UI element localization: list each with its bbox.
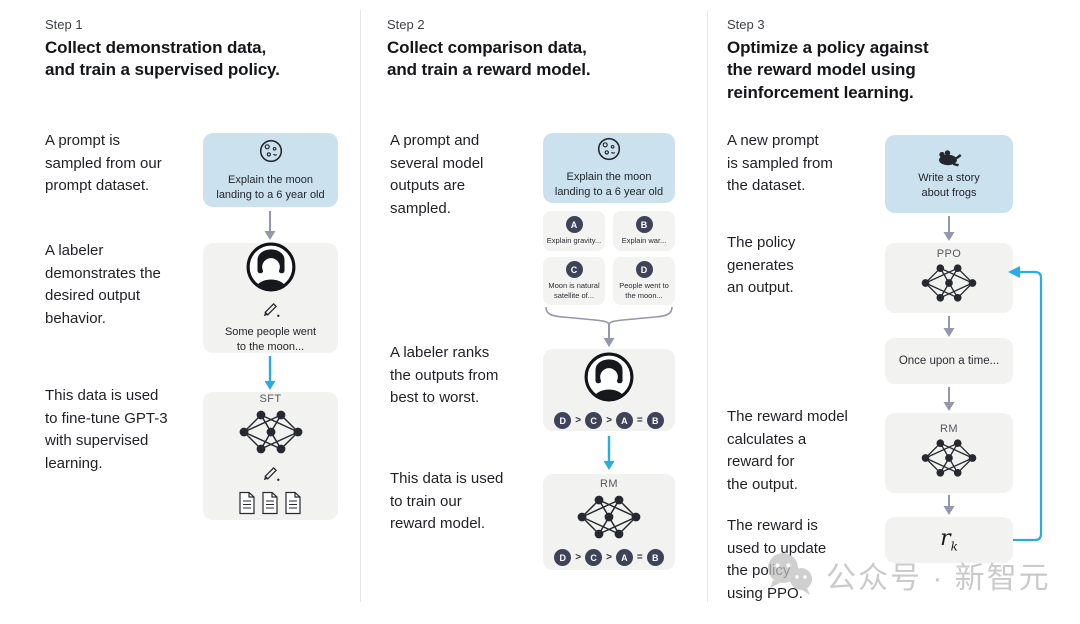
step3-prompt-card: Write a story about frogs <box>885 135 1013 213</box>
step3-heading: Optimize a policy against the reward mod… <box>727 38 929 102</box>
step1-train-text: This data is used to fine-tune GPT-3 wit… <box>45 387 168 472</box>
output-tag-c: C <box>565 261 583 279</box>
step1-prompt-card: Explain the moon landing to a 6 year old <box>203 133 338 207</box>
watermark-text: 公众号 · 新智元 <box>826 562 1051 595</box>
output-text-c: Moon is natural satellite of... <box>548 281 600 300</box>
output-tag-b: B <box>635 216 653 234</box>
step1-labeler-card: Some people went to the moon... <box>203 241 338 353</box>
rank-operator: = <box>636 552 643 563</box>
feedback-loop-arrow <box>1008 266 1043 542</box>
step3-prompt-card-text: Write a story about frogs <box>918 172 980 199</box>
neural-network-icon <box>921 438 977 483</box>
step2-rank-text: A labeler ranks the outputs from best to… <box>390 344 499 406</box>
pencil-icon <box>262 464 280 487</box>
rank-chip: C <box>585 549 603 566</box>
output-card-c: C Moon is natural satellite of... <box>543 257 605 305</box>
output-card-d: D People went to the moon... <box>613 257 675 305</box>
neural-network-icon <box>921 263 977 308</box>
down-arrow-icon <box>603 324 615 347</box>
step3-rm-card: RM <box>885 413 1013 493</box>
output-tag-d: D <box>635 261 653 279</box>
rank-chip: A <box>615 412 633 429</box>
output-text-a: Explain gravity... <box>546 236 602 246</box>
labeler-avatar-icon <box>245 241 297 298</box>
down-arrow-blue-icon <box>603 436 615 470</box>
step3-ppo-card: PPO <box>885 243 1013 313</box>
step1-label: Step 1 <box>45 17 83 32</box>
rank-operator: > <box>606 415 612 426</box>
step3-prompt-text: A new prompt is sampled from the dataset… <box>727 132 833 194</box>
step3-reward-text: The reward model calculates a reward for… <box>727 408 848 493</box>
step2-heading: Collect comparison data, and train a rew… <box>387 38 591 80</box>
step2-rm-card: RM D > C > A = B <box>543 474 675 570</box>
step1-prompt-card-text: Explain the moon landing to a 6 year old <box>216 173 325 201</box>
step3-output-text: Once upon a time... <box>898 355 1000 367</box>
down-arrow-icon <box>264 211 276 240</box>
step3-label: Step 3 <box>727 17 765 32</box>
frog-icon <box>939 150 962 167</box>
ranking-row: D > C > A = B <box>554 549 664 566</box>
neural-network-icon <box>239 409 303 460</box>
step1-sft-card: SFT <box>203 392 338 520</box>
rm-label: RM <box>940 423 958 435</box>
moon-icon <box>596 136 622 167</box>
rank-chip: C <box>585 412 603 429</box>
rank-operator: = <box>636 415 643 426</box>
step1-heading: Collect demonstration data, and train a … <box>45 38 280 80</box>
rank-operator: > <box>575 415 582 426</box>
down-arrow-icon <box>943 495 955 515</box>
step2-prompt-card-text: Explain the moon landing to a 6 year old <box>554 171 664 198</box>
wechat-icon <box>768 553 812 595</box>
step3-policy-text: The policy generates an output. <box>727 234 796 296</box>
down-arrow-blue-icon <box>264 356 276 390</box>
labeler-avatar-icon <box>583 351 635 408</box>
column-divider-1 <box>360 10 361 602</box>
reward-symbol: rk <box>940 526 958 554</box>
output-text-d: People went to the moon... <box>619 281 669 300</box>
step3-output-card: Once upon a time... <box>885 338 1013 384</box>
column-divider-2 <box>707 10 708 602</box>
step1-labeler-text: A labeler demonstrates the desired outpu… <box>45 242 161 327</box>
step3-reward-card: rk <box>885 517 1013 563</box>
step1-labeler-card-text: Some people went to the moon... <box>224 326 317 353</box>
down-arrow-icon <box>943 316 955 337</box>
ppo-label: PPO <box>936 248 962 260</box>
step2-train-text: This data is used to train our reward mo… <box>390 470 504 532</box>
down-arrow-icon <box>943 387 955 411</box>
moon-icon <box>258 138 284 169</box>
ranking-row: D > C > A = B <box>554 412 664 429</box>
rank-chip: D <box>554 412 572 429</box>
step2-prompt-text: A prompt and several model outputs are s… <box>390 132 484 217</box>
watermark: 公众号 · 新智元 <box>762 550 1051 600</box>
neural-network-icon <box>577 494 641 545</box>
rm-label: RM <box>600 478 618 490</box>
step2-prompt-card: Explain the moon landing to a 6 year old <box>543 133 675 203</box>
output-tag-a: A <box>565 216 583 234</box>
step1-prompt-text: A prompt is sampled from our prompt data… <box>45 132 162 194</box>
rank-operator: > <box>575 552 582 563</box>
pencil-icon <box>262 300 280 323</box>
output-card-b: B Explain war... <box>613 211 675 251</box>
output-text-b: Explain war... <box>621 236 667 246</box>
documents-icon <box>238 491 304 520</box>
step2-labeler-card: D > C > A = B <box>543 349 675 431</box>
output-card-a: A Explain gravity... <box>543 211 605 251</box>
rank-chip: B <box>646 549 664 566</box>
down-arrow-icon <box>943 216 955 241</box>
step2-label: Step 2 <box>387 17 425 32</box>
rank-operator: > <box>606 552 612 563</box>
curly-brace-icon <box>545 306 673 325</box>
rank-chip: B <box>646 412 664 429</box>
rank-chip: A <box>615 549 633 566</box>
rank-chip: D <box>554 549 572 566</box>
sft-label: SFT <box>259 392 282 405</box>
